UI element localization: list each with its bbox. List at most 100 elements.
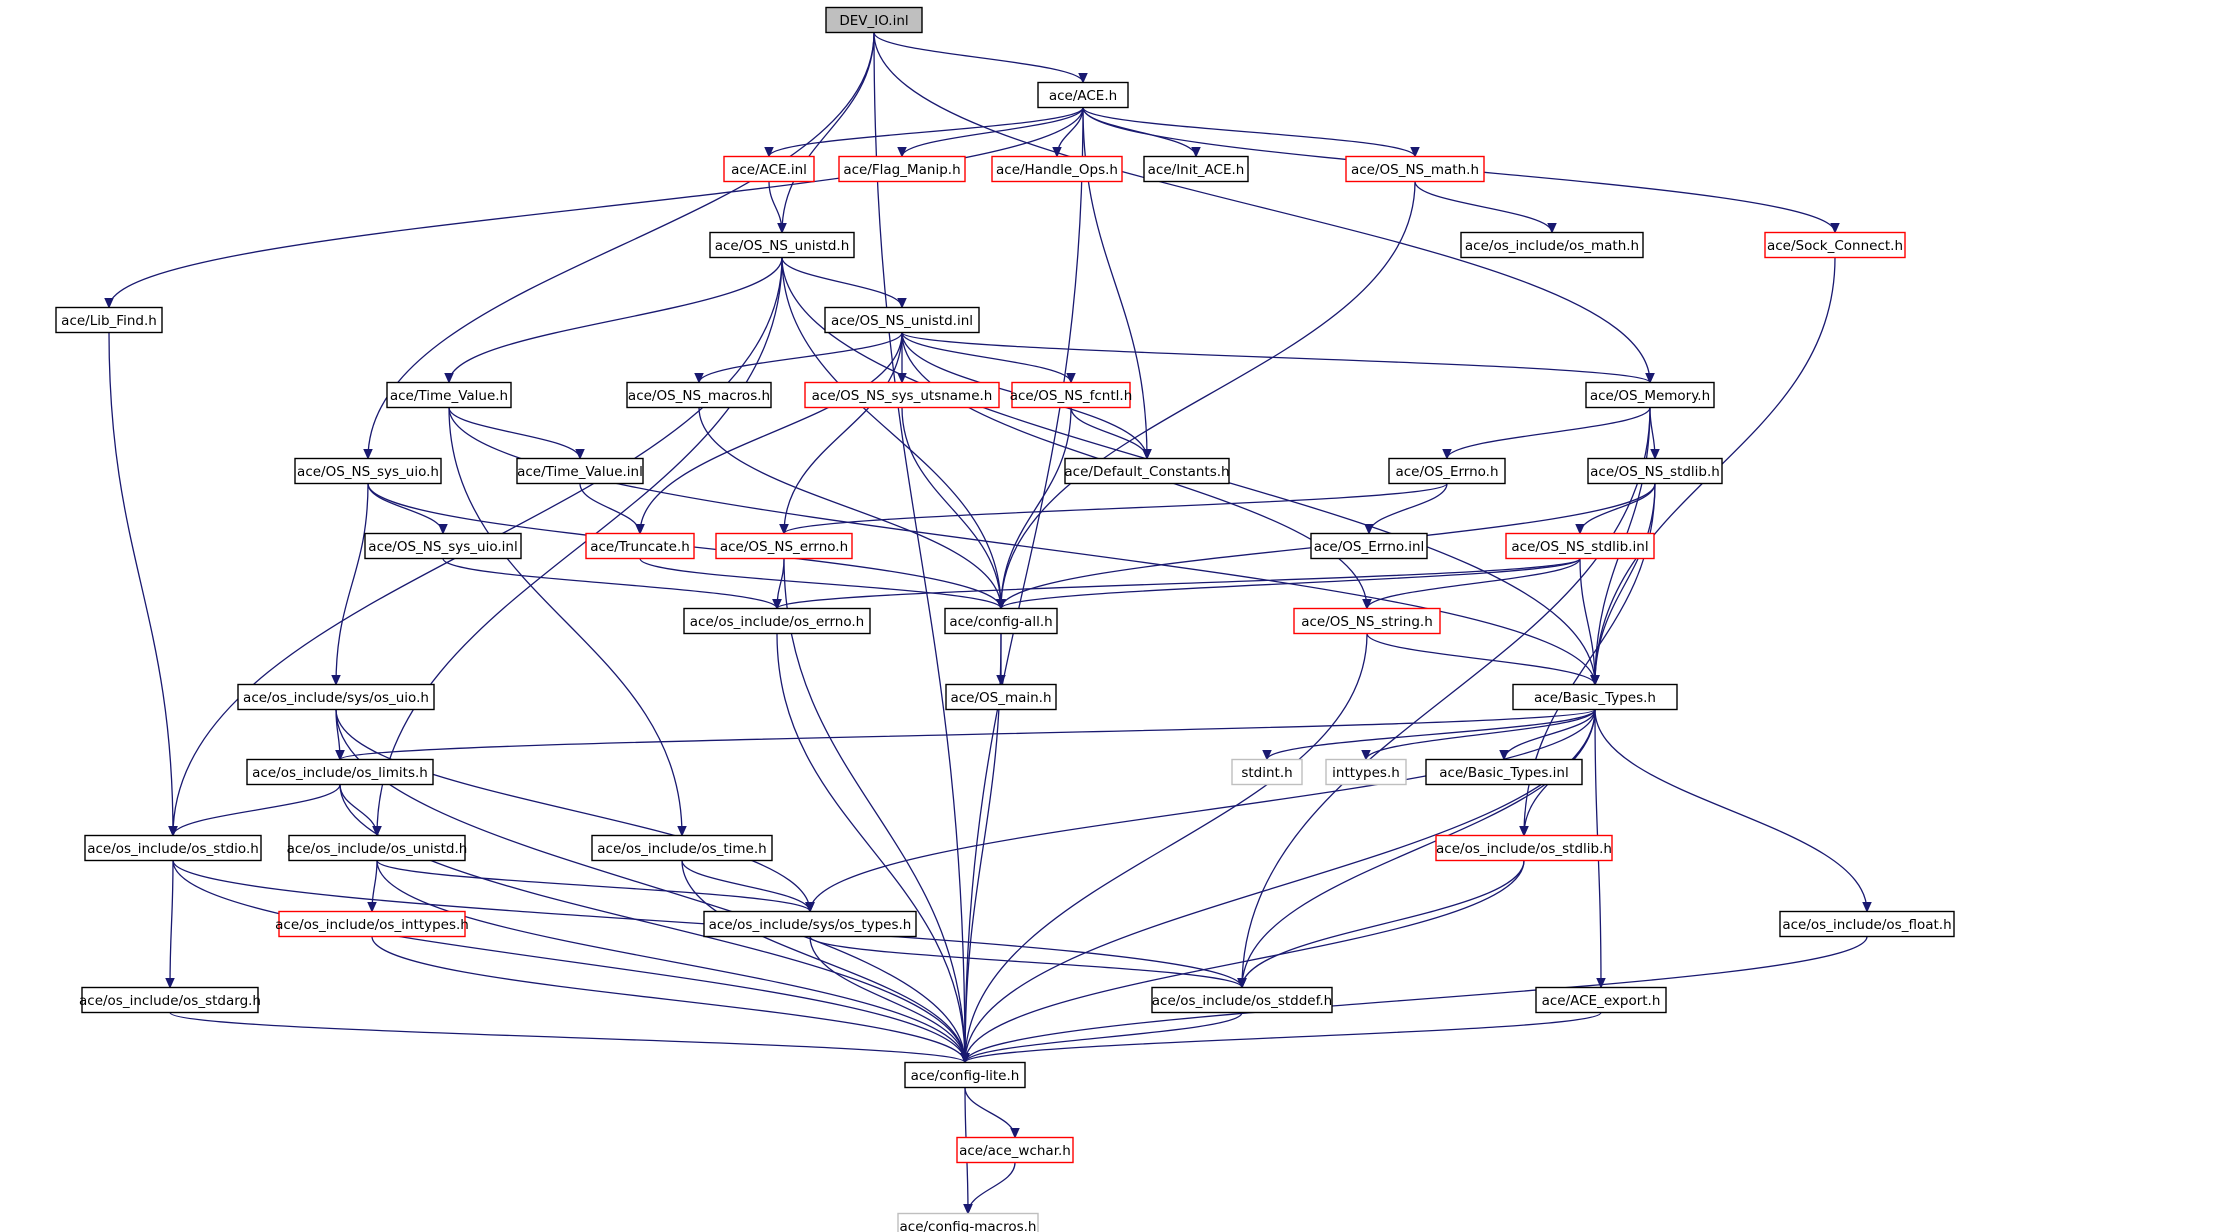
node-ace-basic-types-h[interactable]: ace/Basic_Types.h — [1512, 683, 1678, 711]
edge-inc_limits-to-inc_stdio — [168, 784, 341, 837]
node-ace-config-all-h[interactable]: ace/config-all.h — [944, 607, 1058, 635]
node-label: ace/Handle_Ops.h — [996, 162, 1118, 178]
node-ace-os-ns-math-h[interactable]: ace/OS_NS_math.h — [1345, 155, 1485, 183]
arrowhead — [1519, 826, 1529, 837]
arrowhead — [1590, 675, 1600, 686]
node-ace-os-ns-fcntl-h[interactable]: ace/OS_NS_fcntl.h — [1010, 381, 1133, 409]
node-ace-os-include-os-float-h[interactable]: ace/os_include/os_float.h — [1779, 910, 1955, 938]
node-label: ace/os_include/os_stdlib.h — [1436, 841, 1612, 857]
node-box — [1325, 758, 1407, 786]
node-ace-os-include-os-stdlib-h[interactable]: ace/os_include/os_stdlib.h — [1435, 834, 1613, 862]
edge-lib_find-to-inc_stdio — [108, 332, 178, 837]
node-box — [991, 155, 1123, 183]
arrowhead — [372, 826, 382, 837]
node-box — [1587, 457, 1723, 485]
edge-root-to-config_lite — [873, 32, 970, 1064]
node-label: ace/ace_wchar.h — [959, 1143, 1071, 1159]
arrowhead — [168, 826, 178, 837]
node-ace-truncate-h[interactable]: ace/Truncate.h — [585, 532, 695, 560]
node-box — [1345, 155, 1485, 183]
node-ace-os-ns-unistd-inl[interactable]: ace/OS_NS_unistd.inl — [824, 306, 980, 334]
edge-line — [448, 257, 783, 383]
arrowhead — [772, 599, 782, 610]
node-dev-io-inl[interactable]: DEV_IO.inl — [825, 6, 923, 34]
edge-ace_inl-to-os_unistd_h — [768, 181, 787, 234]
edge-ace_export-to-config_lite — [960, 1011, 1602, 1064]
node-ace-time-value-h[interactable]: ace/Time_Value.h — [386, 381, 512, 409]
edge-os_unistd_h-to-os_unistd_inl — [781, 257, 907, 309]
node-ace-sock-connect-h[interactable]: ace/Sock_Connect.h — [1764, 231, 1906, 259]
edge-line — [901, 332, 1072, 383]
node-ace-config-lite-h[interactable]: ace/config-lite.h — [904, 1061, 1026, 1089]
node-ace-ace-wchar-h[interactable]: ace/ace_wchar.h — [956, 1136, 1074, 1164]
node-ace-os-main-h[interactable]: ace/OS_main.h — [945, 683, 1057, 711]
node-label: ace/os_include/os_math.h — [1465, 238, 1639, 254]
node-ace-os-include-os-inttypes-h[interactable]: ace/os_include/os_inttypes.h — [275, 910, 469, 938]
node-ace-ace-inl[interactable]: ace/ACE.inl — [723, 155, 815, 183]
arrowhead — [1499, 750, 1509, 761]
edge-line — [1241, 407, 1651, 988]
node-ace-os-errno-inl[interactable]: ace/OS_Errno.inl — [1310, 532, 1428, 560]
node-ace-ace-h[interactable]: ace/ACE.h — [1037, 81, 1129, 109]
edge-line — [1000, 557, 1581, 610]
node-ace-os-ns-sys-uio-h[interactable]: ace/OS_NS_sys_uio.h — [294, 457, 442, 485]
node-ace-os-ns-stdlib-inl[interactable]: ace/OS_NS_stdlib.inl — [1505, 532, 1655, 560]
edge-line — [376, 859, 811, 913]
node-ace-os-ns-sys-uio-inl[interactable]: ace/OS_NS_sys_uio.inl — [364, 532, 522, 560]
edge-line — [776, 557, 1581, 610]
edge-line — [367, 483, 444, 534]
node-box — [288, 834, 466, 862]
edge-line — [335, 483, 369, 685]
node-label: ace/OS_NS_stdlib.inl — [1511, 539, 1648, 555]
node-ace-time-value-inl[interactable]: ace/Time_Value.inl — [516, 457, 644, 485]
node-ace-os-include-sys-os-types-h[interactable]: ace/os_include/sys/os_types.h — [703, 910, 917, 938]
edge-stdlib_inl-to-config_all — [996, 557, 1581, 610]
node-label: ace/Truncate.h — [590, 539, 690, 555]
node-box — [709, 231, 855, 259]
edge-line — [1579, 558, 1596, 685]
node-ace-lib-find-h[interactable]: ace/Lib_Find.h — [55, 306, 163, 334]
edge-line — [1000, 407, 1072, 609]
node-ace-init-ace-h[interactable]: ace/Init_ACE.h — [1143, 155, 1249, 183]
node-label: ace/OS_NS_sys_uio.inl — [368, 539, 517, 555]
node-ace-os-include-os-unistd-h[interactable]: ace/os_include/os_unistd.h — [287, 834, 468, 862]
node-ace-os-ns-errno-h[interactable]: ace/OS_NS_errno.h — [715, 532, 853, 560]
edge-basic_types-to-stdint — [1262, 709, 1596, 761]
edge-fcntl-to-config_all — [996, 407, 1072, 610]
node-ace-os-include-os-stdio-h[interactable]: ace/os_include/os_stdio.h — [84, 834, 262, 862]
arrowhead — [635, 524, 645, 535]
node-ace-flag-manip-h[interactable]: ace/Flag_Manip.h — [838, 155, 966, 183]
edge-os_unistd_inl-to-os_macros — [694, 332, 903, 384]
edge-line — [376, 257, 783, 836]
node-ace-os-ns-macros-h[interactable]: ace/OS_NS_macros.h — [626, 381, 772, 409]
edge-os_unistd_inl-to-fcntl — [901, 332, 1076, 384]
node-ace-os-include-os-time-h[interactable]: ace/os_include/os_time.h — [591, 834, 773, 862]
edge-line — [698, 407, 1002, 609]
node-ace-os-ns-sys-utsname-h[interactable]: ace/OS_NS_sys_utsname.h — [804, 381, 1000, 409]
node-ace-os-include-os-stddef-h[interactable]: ace/os_include/os_stddef.h — [1151, 986, 1333, 1014]
node-ace-os-memory-h[interactable]: ace/OS_Memory.h — [1585, 381, 1715, 409]
arrowhead — [1362, 599, 1372, 610]
node-ace-os-include-sys-os-uio-h[interactable]: ace/os_include/sys/os_uio.h — [237, 683, 435, 711]
node-label: ace/os_include/os_inttypes.h — [275, 917, 469, 933]
node-ace-default-constants-h[interactable]: ace/Default_Constants.h — [1064, 457, 1230, 485]
node-ace-basic-types-inl[interactable]: ace/Basic_Types.inl — [1425, 758, 1583, 786]
arrowhead — [897, 298, 907, 309]
arrowhead — [1862, 902, 1872, 913]
arrowhead — [897, 147, 907, 158]
arrowhead — [1645, 373, 1655, 384]
node-ace-handle-ops-h[interactable]: ace/Handle_Ops.h — [991, 155, 1123, 183]
node-ace-os-ns-string-h[interactable]: ace/OS_NS_string.h — [1293, 607, 1441, 635]
edge-line — [964, 860, 1525, 1063]
node-ace-ace-export-h[interactable]: ace/ACE_export.h — [1535, 986, 1667, 1014]
node-ace-os-include-os-stdarg-h[interactable]: ace/os_include/os_stdarg.h — [79, 986, 261, 1014]
node-ace-os-errno-h[interactable]: ace/OS_Errno.h — [1388, 457, 1506, 485]
edge-fcntl-to-default_const — [1070, 407, 1152, 460]
edge-config_lite-to-ace_wchar — [964, 1087, 1020, 1139]
node-ace-os-include-os-math-h[interactable]: ace/os_include/os_math.h — [1460, 231, 1644, 259]
node-ace-os-include-os-limits-h[interactable]: ace/os_include/os_limits.h — [246, 758, 434, 786]
edge-line — [639, 557, 1002, 610]
node-ace-os-include-os-errno-h[interactable]: ace/os_include/os_errno.h — [683, 607, 871, 635]
node-ace-os-ns-stdlib-h[interactable]: ace/OS_NS_stdlib.h — [1587, 457, 1723, 485]
node-ace-os-ns-unistd-h[interactable]: ace/OS_NS_unistd.h — [709, 231, 855, 259]
